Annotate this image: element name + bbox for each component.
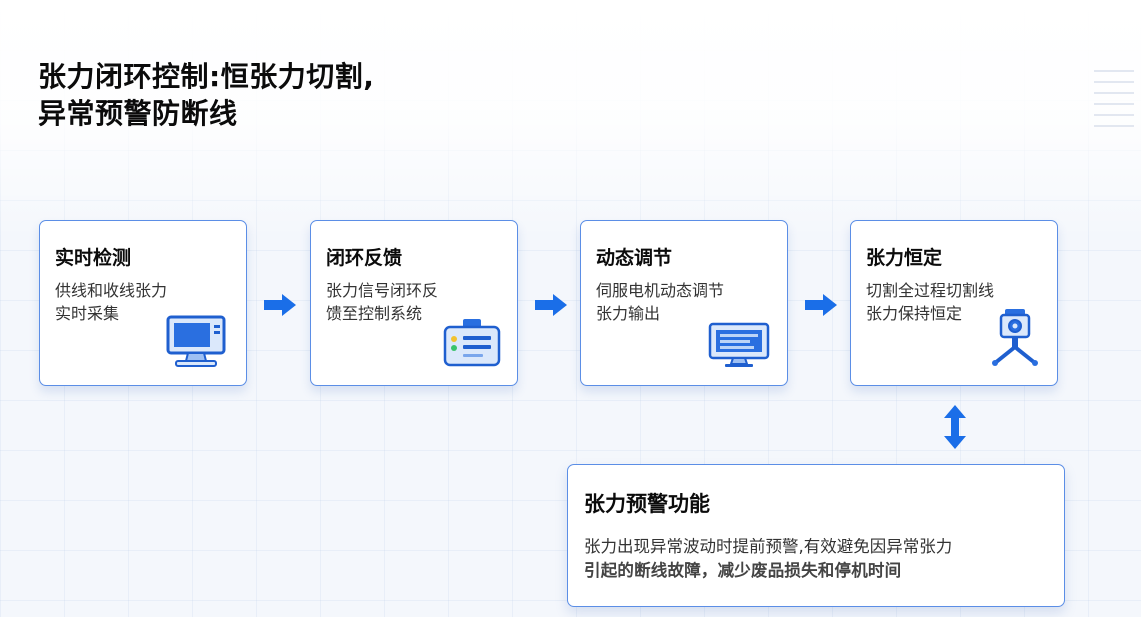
step-title: 实时检测 <box>55 247 132 269</box>
step-description-line: 张力信号闭环反 <box>326 281 439 300</box>
control-box-icon <box>441 317 503 373</box>
warning-description-line: 引起的断线故障，减少废品损失和停机时间 <box>584 561 902 580</box>
warning-function-card: 张力预警功能 张力出现异常波动时提前预警,有效避免因异常张力 引起的断线故障，减… <box>567 464 1065 607</box>
step-card-dynamic-adjustment: 动态调节 伺服电机动态调节 张力输出 <box>580 220 788 386</box>
warning-description: 张力出现异常波动时提前预警,有效避免因异常张力 引起的断线故障，减少废品损失和停… <box>584 535 1054 583</box>
step-description: 切割全过程切割线 张力保持恒定 <box>866 279 1026 325</box>
step-card-closed-loop-feedback: 闭环反馈 张力信号闭环反 馈至控制系统 <box>310 220 518 386</box>
monitor-icon <box>164 313 232 373</box>
arrow-right-icon <box>535 294 567 316</box>
step-title: 张力恒定 <box>866 247 943 269</box>
sensor-tripod-icon <box>987 307 1043 373</box>
step-description-line: 实时采集 <box>55 304 120 323</box>
arrow-right-icon <box>264 294 296 316</box>
step-description: 张力信号闭环反 馈至控制系统 <box>326 279 486 325</box>
display-screen-icon <box>707 321 773 373</box>
step-card-constant-tension: 张力恒定 切割全过程切割线 张力保持恒定 <box>850 220 1058 386</box>
background-decoration <box>1094 70 1134 136</box>
step-description-line: 馈至控制系统 <box>326 304 423 323</box>
step-description: 供线和收线张力 实时采集 <box>55 279 215 325</box>
warning-description-line: 张力出现异常波动时提前预警,有效避免因异常张力 <box>584 537 953 556</box>
step-description-line: 张力输出 <box>596 304 661 323</box>
step-description-line: 张力保持恒定 <box>866 304 963 323</box>
page-title: 张力闭环控制:恒张力切割, 异常预警防断线 <box>38 58 598 132</box>
step-description-line: 供线和收线张力 <box>55 281 168 300</box>
step-card-realtime-detection: 实时检测 供线和收线张力 实时采集 <box>39 220 247 386</box>
step-description: 伺服电机动态调节 张力输出 <box>596 279 756 325</box>
step-title: 动态调节 <box>596 247 673 269</box>
arrow-up-down-icon <box>944 405 966 449</box>
arrow-right-icon <box>805 294 837 316</box>
page-title-line-2: 异常预警防断线 <box>38 97 238 130</box>
page-title-line-1: 张力闭环控制:恒张力切割, <box>38 60 375 93</box>
step-description-line: 切割全过程切割线 <box>866 281 995 300</box>
warning-title: 张力预警功能 <box>584 492 710 516</box>
step-description-line: 伺服电机动态调节 <box>596 281 725 300</box>
step-title: 闭环反馈 <box>326 247 403 269</box>
